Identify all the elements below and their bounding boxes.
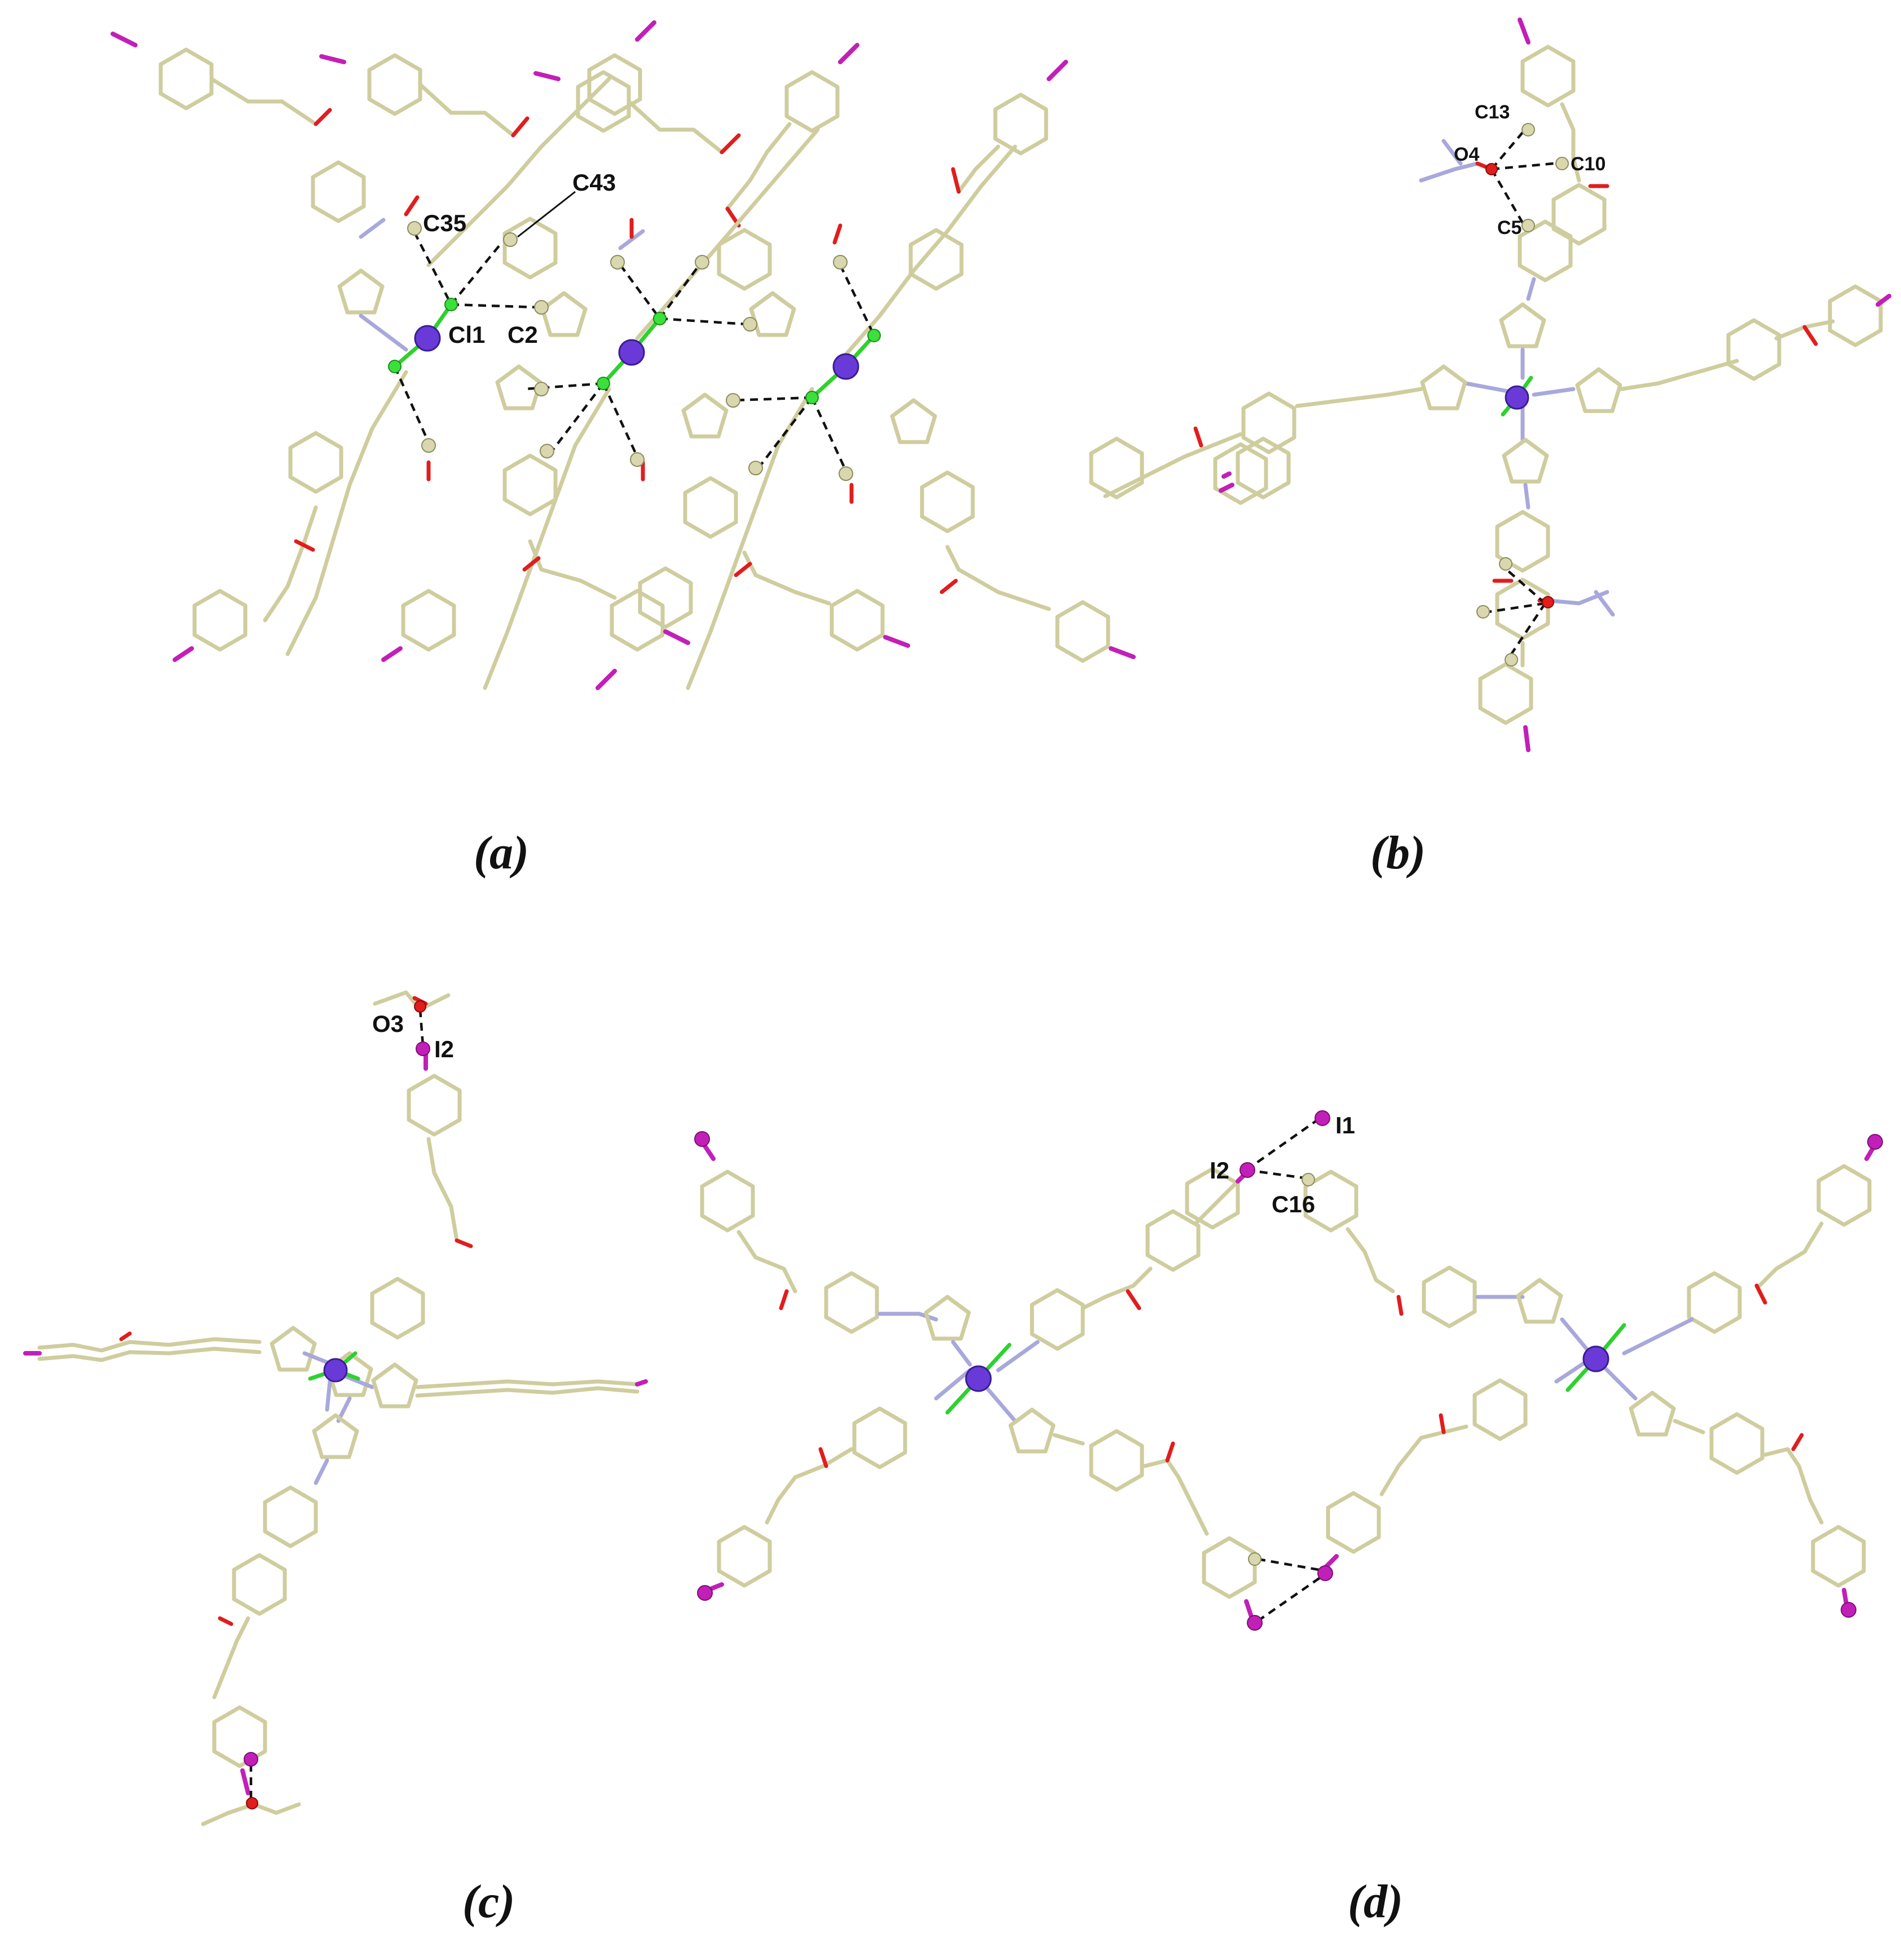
panel-b-contact-lines [1488,131,1554,655]
atom-label: C43 [572,169,616,196]
panel-b-atom-labels: C13 O4 C10 C5 [1454,101,1606,239]
atom-label: C10 [1571,153,1606,175]
panel-c-ligand-framework [23,990,648,1826]
atom-label: O4 [1454,144,1479,165]
metal-center [618,339,645,366]
atom-label: O3 [372,1010,404,1037]
panel-d: I1 I2 C16 (d) [694,1110,1883,1928]
panel-caption: (b) [1370,827,1426,879]
metal-center [414,325,441,352]
panel-a-atom-labels: C35 C43 Cl1 C2 [423,169,616,348]
panel-b-atoms [1476,123,1569,666]
metal-center [1505,385,1529,410]
panel-d-atoms [694,1110,1883,1631]
atom-label: C13 [1475,101,1510,123]
panel-a-ligand-framework [111,20,1136,690]
atom-label: I2 [1210,1157,1229,1184]
metal-center [1582,1345,1609,1372]
panel-b: C13 O4 C10 C5 (b) [1091,17,1891,879]
panel-caption: (c) [462,1875,515,1928]
atom-label: I2 [434,1036,454,1062]
panel-c-contact-lines [249,1009,425,1799]
atom-label: C16 [1272,1191,1315,1217]
panel-caption: (a) [474,827,529,879]
panel-a-atoms [388,221,881,481]
panel-c: O3 I2 (c) [23,990,648,1928]
panel-d-contact-lines [1245,1118,1324,1622]
panel-b-ligand-framework [1091,17,1891,752]
panel-caption: (d) [1348,1875,1403,1928]
panel-d-ligand-framework [700,1140,1877,1621]
metal-center [965,1365,992,1392]
panel-a-contact-lines [393,191,876,471]
atom-label: C5 [1497,217,1521,239]
panel-c-atom-labels: O3 I2 [372,1010,454,1062]
atom-label: C35 [423,210,466,236]
metal-center [323,1358,348,1383]
atom-label: I1 [1335,1112,1355,1138]
atom-label: Cl1 [448,321,485,348]
panel-a: C35 C43 Cl1 C2 (a) [111,20,1136,879]
metal-center [832,353,859,380]
atom-label: C2 [508,321,538,348]
panel-d-atom-labels: I1 I2 C16 [1210,1112,1355,1217]
panel-c-atoms [244,1000,430,1809]
